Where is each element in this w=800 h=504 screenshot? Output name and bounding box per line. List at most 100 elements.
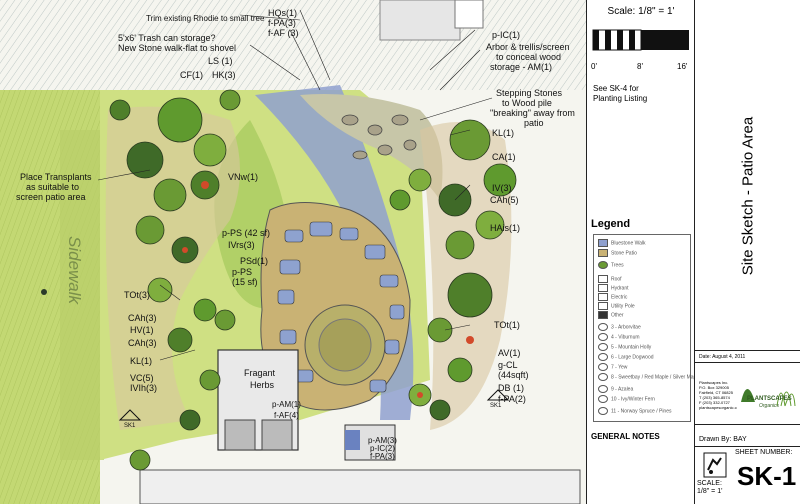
- plant: [193, 298, 217, 322]
- plan-label: AV(1): [498, 348, 521, 358]
- plant: [408, 168, 432, 192]
- plant: [449, 119, 491, 161]
- plan-label: HQs(1): [268, 8, 297, 18]
- plan-label: (15 sf): [232, 277, 258, 287]
- scale-title: Scale: 1/8" = 1': [607, 6, 675, 17]
- plan-label: VC(5): [130, 373, 154, 383]
- company-line: T (203) 365-8574: [699, 395, 730, 400]
- company-line: F (203) 332-0727: [699, 400, 730, 405]
- plan-label: KL(1): [492, 128, 515, 138]
- utility-pole-marker: [41, 289, 47, 295]
- general-notes-heading: GENERAL NOTES: [591, 432, 660, 441]
- plan-label: Trim existing Rhodie to small tree: [146, 14, 265, 23]
- legend-symbol: [598, 343, 608, 351]
- legend-text: 3 - Arborvitae: [611, 324, 641, 331]
- plan-label: f-PA(3): [268, 18, 296, 28]
- legend-item: Stone Patio: [598, 249, 637, 257]
- hand-tool-icon: [703, 452, 727, 478]
- plan-label: Stepping Stones: [496, 88, 563, 98]
- legend-text: 7 - Yew: [611, 364, 628, 371]
- legend-item: 5 - Mountain Holly: [598, 343, 651, 351]
- patio-stones: [277, 221, 405, 393]
- see-note: See SK-4 for Planting Listing: [593, 84, 647, 104]
- accent-flowers: [182, 181, 474, 398]
- legend-item: 8 - Sweetbay / Red Maple / Silver Maple: [598, 373, 700, 381]
- divider: [695, 446, 800, 447]
- legend-item: 7 - Yew: [598, 363, 627, 371]
- scale-block: SCALE: 1/8" = 1': [697, 480, 722, 496]
- legend-item: 6 - Large Dogwood: [598, 353, 654, 361]
- scale-tick: 0': [591, 62, 597, 71]
- plan-label: IV(3): [492, 183, 512, 193]
- bottom-patio-edge: [139, 469, 581, 504]
- legend-symbol: [598, 395, 608, 403]
- plant: [167, 327, 193, 353]
- legend-symbol: [598, 275, 608, 283]
- round-patio-inner: [318, 318, 372, 372]
- plan-label: HK(3): [212, 70, 236, 80]
- legend-text: 6 - Large Dogwood: [611, 354, 654, 361]
- plan-label: p-PS: [232, 267, 253, 277]
- plan-label: f-PA(3): [370, 452, 395, 461]
- legend-symbol: [598, 302, 608, 310]
- legend-symbol: [598, 284, 608, 292]
- door-block: [454, 0, 484, 29]
- plan-label: as suitable to: [26, 182, 80, 192]
- legend-text: Other: [611, 312, 624, 319]
- plan-label: to Wood pile: [502, 98, 552, 108]
- legend-item: 3 - Arborvitae: [598, 323, 641, 331]
- see-note-line: See SK-4 for: [593, 84, 639, 93]
- plan-label: DB (1): [498, 383, 525, 393]
- company-line: Fairfield, CT 06825: [699, 390, 733, 395]
- plan-label: CAh(3): [128, 313, 157, 323]
- legend-item: Electric: [598, 293, 627, 301]
- stepping-stones: [341, 114, 417, 160]
- company-line: Plantscapes Inc.: [699, 380, 729, 385]
- plant: [219, 89, 241, 111]
- plant: [483, 163, 517, 197]
- plant: [135, 215, 165, 245]
- legend-item: Other: [598, 311, 624, 319]
- herb-bed-left: [224, 419, 256, 451]
- legend-text: 4 - Viburnum: [611, 334, 640, 341]
- plan-label: VNw(1): [228, 172, 259, 182]
- plant: [427, 317, 453, 343]
- plan-label: screen patio area: [16, 192, 86, 202]
- legend-item: 9 - Azalea: [598, 385, 633, 393]
- plan-label: f-AF(4): [274, 411, 299, 420]
- sidewalk-strip: [60, 130, 104, 460]
- plant: [193, 133, 227, 167]
- plants: [109, 89, 517, 471]
- legend-box: Bluestone Walk Stone Patio Trees Roof Hy…: [593, 234, 700, 422]
- legend-symbol: [598, 373, 608, 381]
- site-plan: [0, 0, 586, 504]
- plan-label: (44sqft): [498, 370, 529, 380]
- legend-item: Hydrant: [598, 284, 629, 292]
- plant: [389, 189, 411, 211]
- plan-label: 5'x6' Trash can storage?: [118, 33, 216, 43]
- legend-item: Utility Pole: [598, 302, 635, 310]
- legend-text: 5 - Mountain Holly: [611, 344, 652, 351]
- legend-text: Stone Patio: [611, 250, 637, 257]
- plan-label: PSd(1): [240, 256, 269, 266]
- legend-text: Utility Pole: [611, 303, 635, 310]
- section-markers: [118, 389, 510, 421]
- scale-label: SCALE:: [697, 480, 722, 487]
- plan-label: CF(1): [180, 70, 203, 80]
- legend-text: 8 - Sweetbay / Red Maple / Silver Maple: [611, 374, 701, 381]
- plan-label: Place Transplants: [20, 172, 92, 182]
- plan-label: to conceal wood: [496, 52, 562, 62]
- plant: [109, 99, 131, 121]
- plan-label: New Stone walk-flat to shovel: [118, 43, 237, 53]
- plan-label: g-CL: [498, 360, 518, 370]
- plan-label: p-AM(1): [272, 400, 301, 409]
- plant: [126, 141, 164, 179]
- legend-text: Electric: [611, 294, 628, 301]
- plant: [147, 277, 173, 303]
- plan-label: IVIh(3): [130, 383, 158, 393]
- legend-symbol: [598, 261, 608, 269]
- plan-label: KL(1): [130, 356, 153, 366]
- legend-symbol: [598, 311, 608, 319]
- leader-lines: [97, 9, 493, 361]
- info-panel: Scale: 1/8" = 1' 0' 8' 16' See SK-4 for …: [586, 0, 700, 504]
